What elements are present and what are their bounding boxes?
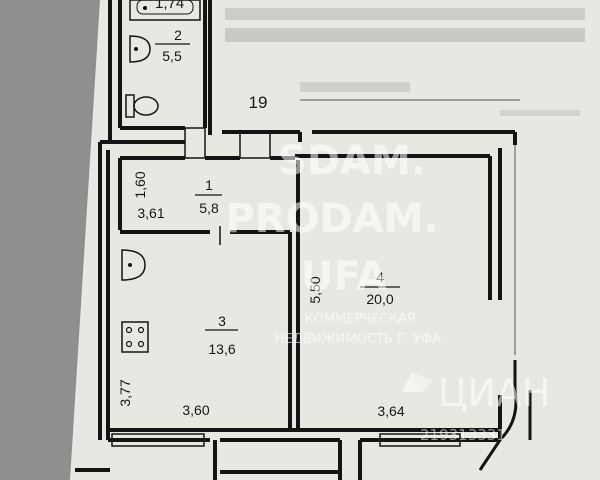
watermark: SDAM. PRODAM. UFA КОММЕРЧЕСКАЯ НЕДВИЖИМО… (225, 138, 441, 347)
room-4-width-dim: 3,64 (377, 403, 404, 419)
bath-area-label: 1,74 (155, 0, 184, 12)
windows (111, 433, 461, 447)
cian-logo-mark-icon (402, 372, 424, 392)
door-openings (184, 127, 271, 245)
room-2-area: 5,5 (162, 48, 182, 64)
room-4-area: 20,0 (366, 291, 393, 307)
room-4-length-dim: 5,50 (307, 276, 323, 303)
hall-depth-dim: 1,60 (132, 171, 148, 198)
faint-background-print (225, 8, 585, 116)
watermark-line-1: SDAM. (278, 138, 426, 184)
room-1-area: 5,8 (199, 200, 219, 216)
toilet-icon (125, 94, 159, 118)
table-lines (300, 99, 520, 355)
paper-sheet (70, 0, 600, 480)
room-3-number: 3 (218, 313, 226, 329)
washbasin-icon (129, 35, 151, 63)
watermark-line-3: UFA (301, 254, 387, 300)
room-3-height-dim: 3,77 (117, 379, 133, 406)
apartment-number: 19 (249, 93, 268, 112)
cian-id-text: 219313331 (420, 426, 506, 444)
watermark-sub-2: НЕДВИЖИМОСТЬ Г. УФА (275, 332, 441, 347)
corner-wall (478, 360, 518, 471)
bathtub-icon (129, 0, 201, 21)
cian-logo: ЦИАН 219313331 (402, 371, 551, 444)
room-3-area: 13,6 (208, 341, 235, 357)
kitchen-sink-icon (121, 249, 146, 281)
cian-brand-text: ЦИАН (438, 371, 551, 415)
watermark-line-2: PRODAM. (225, 196, 438, 242)
walls (98, 0, 517, 442)
room-4-number: 4 (376, 269, 384, 285)
stove-icon (121, 321, 149, 353)
cian-logo-mark-icon-2 (412, 372, 432, 392)
room-2-number: 2 (174, 27, 182, 43)
room-3-width-dim: 3,60 (182, 402, 209, 418)
fraction-lines (155, 43, 400, 331)
hall-width-dim: 3,61 (137, 205, 164, 221)
lower-walls (75, 440, 362, 480)
watermark-sub-1: КОММЕРЧЕСКАЯ (304, 312, 415, 327)
room-1-number: 1 (205, 177, 213, 193)
